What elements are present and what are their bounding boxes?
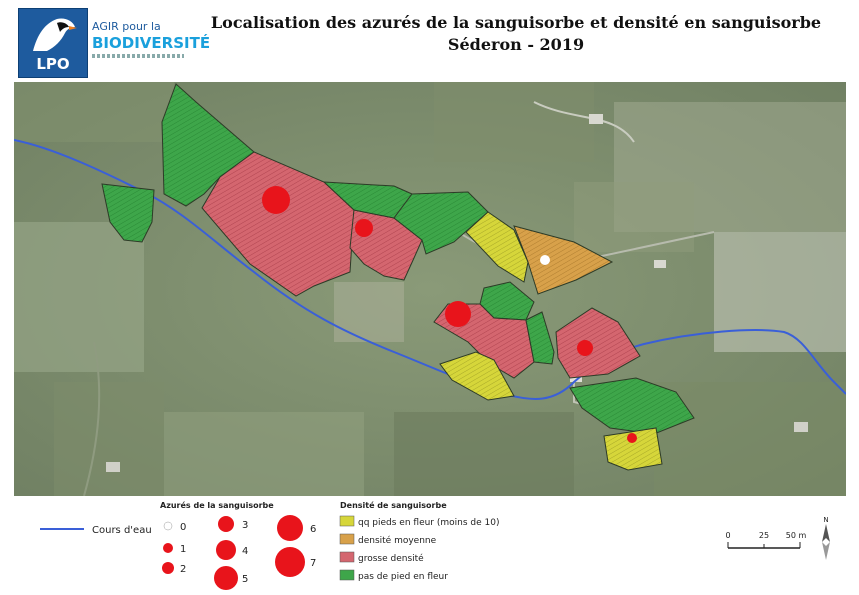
parcel-p1[interactable] bbox=[161, 83, 255, 207]
legend-azures-marker-6 bbox=[277, 515, 303, 541]
legend-azures-label-4: 4 bbox=[242, 546, 248, 557]
legend-azures-label-1: 1 bbox=[180, 544, 186, 555]
scale-tick-2: 50 m bbox=[786, 531, 807, 540]
lpo-logo: LPO AGIR pour la BIODIVERSITÉ bbox=[18, 8, 210, 78]
parcel-p7[interactable] bbox=[465, 211, 529, 283]
count-marker-c5[interactable] bbox=[577, 340, 593, 356]
aerial-map[interactable] bbox=[14, 82, 846, 496]
map-canvas bbox=[14, 82, 846, 496]
logo-line1: AGIR pour la bbox=[92, 20, 161, 33]
legend-density-label-0: qq pieds en fleur (moins de 10) bbox=[358, 518, 500, 528]
legend-azures-label-6: 6 bbox=[310, 524, 316, 535]
parcel-p13[interactable] bbox=[439, 351, 515, 401]
legend-density-label-1: densité moyenne bbox=[358, 535, 437, 546]
map-title-line2: Séderon - 2019 bbox=[447, 35, 585, 54]
count-marker-c1[interactable] bbox=[262, 186, 290, 214]
legend-density-label-2: grosse densité bbox=[358, 553, 424, 564]
scale-tick-1: 25 bbox=[759, 531, 769, 540]
legend-azures-label-0: 0 bbox=[180, 522, 186, 533]
logo-org-text: LPO bbox=[36, 55, 70, 73]
legend-azures-marker-1 bbox=[163, 543, 173, 553]
legend-azures-label-5: 5 bbox=[242, 574, 248, 585]
count-marker-c3[interactable] bbox=[540, 255, 550, 265]
scale-tick-0: 0 bbox=[725, 531, 730, 540]
parcel-p8[interactable] bbox=[513, 225, 614, 295]
legend-density-label-3: pas de pied en fleur bbox=[358, 572, 448, 582]
north-label: N bbox=[823, 516, 828, 524]
logo-tagline bbox=[92, 54, 184, 58]
legend-density-swatch-2 bbox=[339, 551, 355, 563]
parcel-p2[interactable] bbox=[101, 183, 155, 243]
parcel-p15[interactable] bbox=[603, 427, 663, 471]
legend-water-label: Cours d'eau bbox=[92, 525, 152, 536]
legend-azures-marker-5 bbox=[214, 566, 238, 590]
count-marker-c6[interactable] bbox=[627, 433, 637, 443]
scale-bar: 0 25 50 m bbox=[725, 531, 807, 549]
parcel-p12[interactable] bbox=[555, 307, 641, 379]
legend-density-swatch-1 bbox=[339, 533, 355, 545]
legend-azures-heading: Azurés de la sanguisorbe bbox=[160, 500, 274, 510]
logo-emblem: LPO bbox=[18, 8, 88, 78]
count-marker-c4[interactable] bbox=[445, 301, 471, 327]
parcel-p6[interactable] bbox=[393, 191, 489, 255]
count-marker-c2[interactable] bbox=[355, 219, 373, 237]
map-title: Localisation des azurés de la sanguisorb… bbox=[196, 12, 836, 56]
azures-counts-layer bbox=[262, 186, 637, 443]
legend-azures-marker-0 bbox=[163, 521, 173, 531]
parcel-p11[interactable] bbox=[525, 311, 555, 365]
legend-azures-label-7: 7 bbox=[310, 558, 316, 569]
parcel-p14[interactable] bbox=[569, 377, 695, 435]
legend-azures-label-3: 3 bbox=[242, 520, 248, 531]
legend-density-swatch-0 bbox=[339, 515, 355, 527]
legend-azures-marker-4 bbox=[216, 540, 236, 560]
legend-azures-marker-3 bbox=[218, 516, 234, 532]
map-title-line1: Localisation des azurés de la sanguisorb… bbox=[210, 13, 822, 32]
aerial-background bbox=[14, 82, 846, 496]
legend-density-heading: Densité de sanguisorbe bbox=[340, 500, 447, 510]
legend-azures-marker-7 bbox=[275, 547, 305, 577]
north-arrow-icon: N bbox=[822, 516, 830, 560]
map-legend: Cours d'eau Azurés de la sanguisorbe 0 1… bbox=[40, 500, 830, 590]
legend-density-swatch-3 bbox=[339, 569, 355, 581]
legend-azures-marker-2 bbox=[162, 562, 174, 574]
logo-line2: BIODIVERSITÉ bbox=[92, 34, 211, 52]
legend-azures-label-2: 2 bbox=[180, 564, 186, 575]
puffin-icon bbox=[33, 18, 77, 51]
